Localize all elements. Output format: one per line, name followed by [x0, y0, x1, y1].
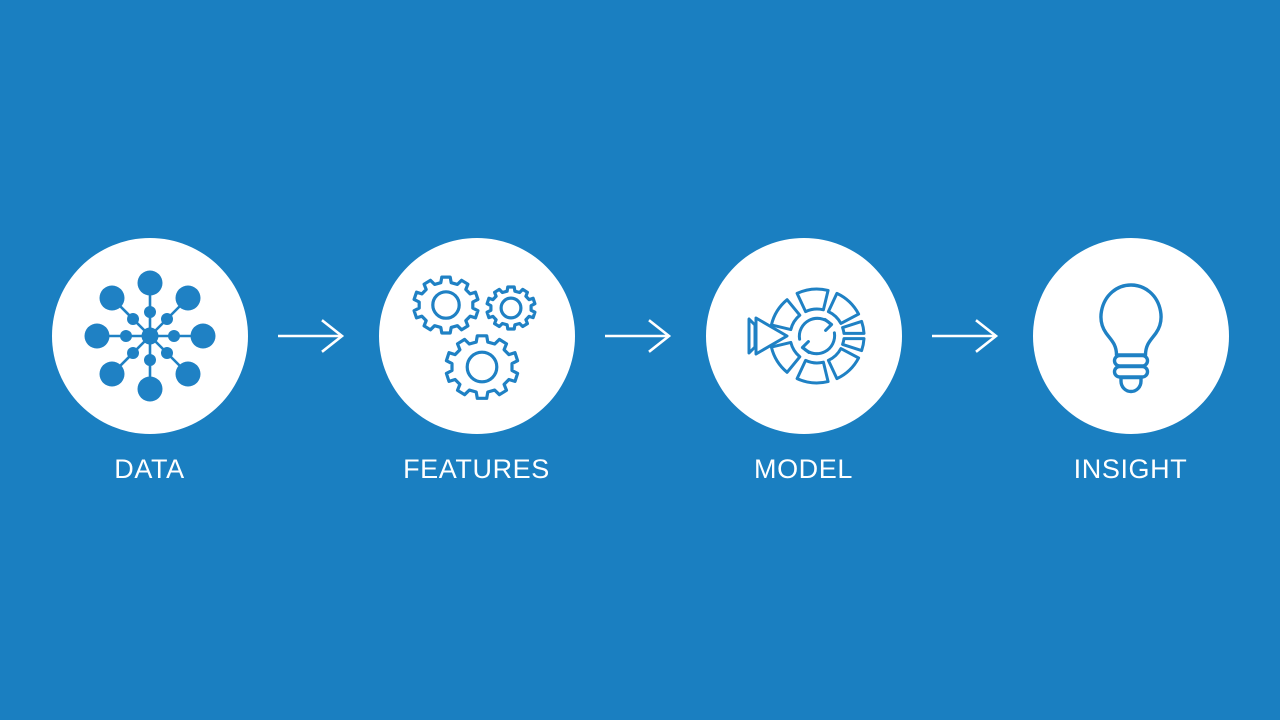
- stage-label-insight: INSIGHT: [1073, 453, 1188, 484]
- stage-label-model: MODEL: [753, 453, 854, 484]
- stage-disc-features: [378, 237, 575, 434]
- stage-label-data: DATA: [114, 453, 185, 484]
- stage-disc-data: [51, 237, 248, 434]
- connector-features-to-model: [575, 318, 706, 353]
- lightbulb-icon: [1098, 282, 1163, 393]
- connector-model-to-insight: [902, 318, 1033, 353]
- pipeline-stage-insight[interactable]: INSIGHT: [1032, 237, 1229, 484]
- segmented-wheel-refresh-icon: [747, 287, 865, 384]
- gears-icon: [412, 274, 536, 400]
- pipeline-stage-data[interactable]: DATA: [51, 237, 248, 484]
- stage-disc-model: [705, 237, 902, 434]
- pipeline-stage-features[interactable]: FEATURES: [378, 237, 575, 484]
- connector-data-to-features: [248, 318, 379, 353]
- stage-label-features: FEATURES: [403, 453, 550, 484]
- arrow-right-icon: [605, 318, 672, 353]
- arrow-right-icon: [932, 318, 999, 353]
- arrow-right-icon: [278, 318, 345, 353]
- network-nodes-icon: [84, 270, 215, 401]
- pipeline-stage-model[interactable]: MODEL: [705, 237, 902, 484]
- stage-disc-insight: [1032, 237, 1229, 434]
